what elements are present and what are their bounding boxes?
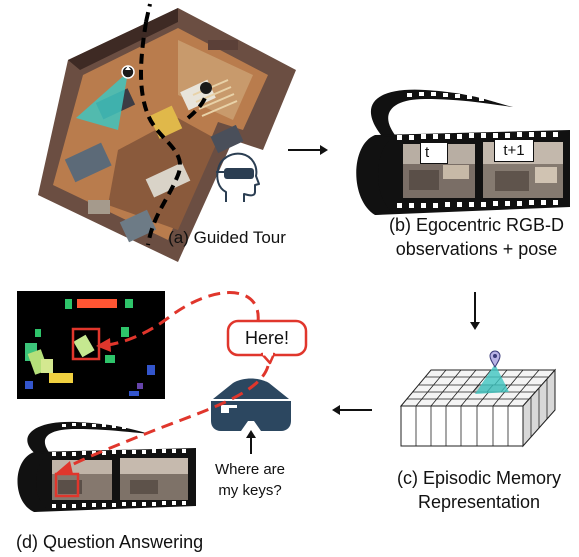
question-line2: my keys? [218,482,282,499]
caption-guided-tour: (a) Guided Tour [168,228,286,247]
view-cone [475,364,509,394]
question-line1: Where are [214,461,286,478]
film-highlight-box [54,472,80,498]
caption-question-answering: (d) Question Answering [16,532,204,552]
vr-headset-head-icon [210,150,260,205]
view-cone [76,72,128,130]
speech-bubble: Here! [226,319,310,365]
answer-film-strip-icon [8,418,203,518]
end-marker [200,82,212,94]
arrow-a-to-b [286,142,330,158]
caption-memory-line2: Representation [417,492,541,512]
location-pin-icon [489,350,501,368]
arrow-c-to-d [330,402,374,418]
caption-memory-line1: (c) Episodic Memory [396,468,562,488]
floorplan-image [28,0,298,262]
frame-label-t: t [420,142,448,164]
arrow-b-to-c [467,290,483,332]
tour-path [139,21,182,246]
memory-grid [393,348,563,448]
vr-headset-icon [209,377,293,433]
speech-bubble-text: Here! [244,328,289,348]
semantic-map-image [17,291,165,399]
film-strip-icon [345,85,577,220]
frame-label-t-plus-1: t+1 [494,139,534,162]
arrow-question-to-headset [243,428,259,456]
caption-observations-line2: observations + pose [395,239,558,259]
caption-observations-line1: (b) Egocentric RGB-D [388,215,565,235]
